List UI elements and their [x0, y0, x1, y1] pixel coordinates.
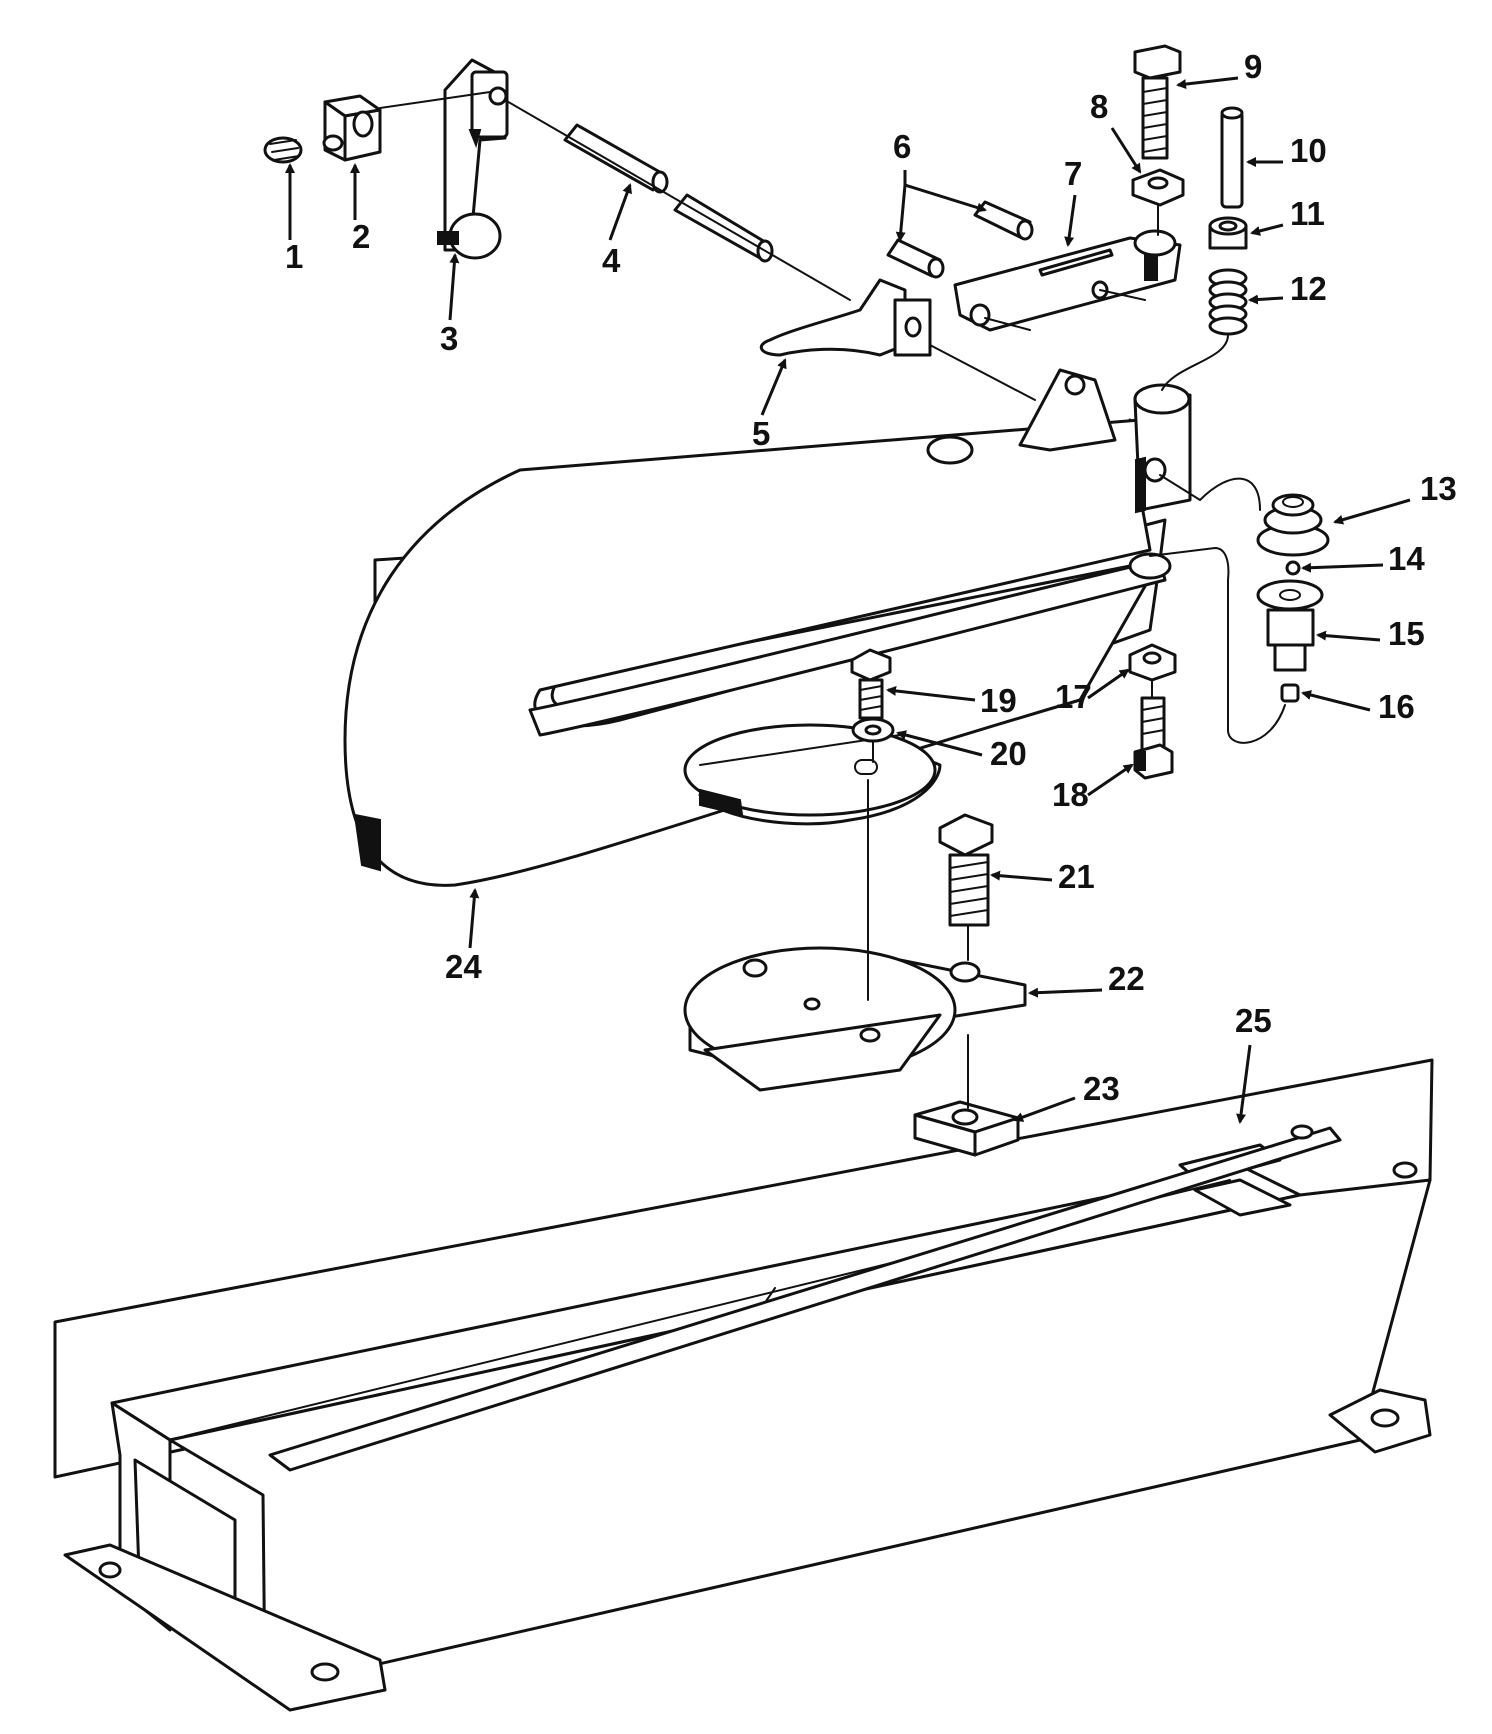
part-20-washer	[851, 717, 895, 743]
callout-label-17: 17	[1055, 678, 1092, 715]
callout-label-7: 7	[1064, 155, 1082, 192]
part-6-bushings	[886, 200, 1034, 279]
callout-leader-7	[1064, 194, 1077, 247]
callout-leader-21	[990, 870, 1053, 882]
callout-label-24: 24	[445, 948, 482, 985]
part-14-ball	[1285, 560, 1301, 576]
part-18-screw	[1133, 696, 1174, 780]
part-1-set-screw	[263, 136, 303, 164]
callout-leader-22	[1028, 987, 1103, 998]
callout-label-11: 11	[1290, 195, 1325, 232]
base-frame	[53, 1058, 1434, 1712]
callout-label-3: 3	[440, 320, 458, 357]
callout-label-13: 13	[1420, 470, 1457, 507]
callout-labels: 1234567891011121314151617181920212223242…	[285, 48, 1457, 1107]
part-23-square-washer	[913, 1100, 1020, 1157]
callout-label-9: 9	[1244, 48, 1262, 85]
part-21-bolt	[938, 813, 994, 927]
callout-label-23: 23	[1083, 1070, 1120, 1107]
callout-leader-25	[1236, 1044, 1252, 1124]
part-5-handle	[759, 278, 932, 357]
callout-leader-11	[1250, 223, 1284, 236]
part-12-spring	[1208, 268, 1248, 336]
callout-label-18: 18	[1052, 776, 1089, 813]
callout-leaders	[285, 76, 1411, 1124]
part-7-link	[953, 229, 1182, 332]
callout-label-20: 20	[990, 735, 1027, 772]
callout-leader-20	[896, 730, 983, 757]
callout-label-14: 14	[1388, 540, 1425, 577]
callout-label-21: 21	[1058, 858, 1095, 895]
part-10-pin	[1220, 106, 1244, 209]
callout-label-8: 8	[1090, 88, 1108, 125]
callout-leader-9	[1176, 76, 1239, 90]
callout-leader-15	[1316, 630, 1381, 642]
part-8-nut	[1131, 168, 1185, 207]
callout-label-25: 25	[1235, 1002, 1272, 1039]
part-16-cap	[1280, 683, 1300, 703]
callout-label-6: 6	[893, 128, 911, 165]
part-4-pins	[563, 123, 774, 263]
callout-leader-17	[1087, 668, 1130, 700]
callout-label-10: 10	[1290, 132, 1327, 169]
callout-label-15: 15	[1388, 615, 1425, 652]
callout-leader-3	[448, 253, 460, 321]
callout-label-4: 4	[602, 242, 621, 279]
callout-leader-4	[608, 183, 632, 241]
part-25-slide-bar	[268, 1124, 1342, 1472]
part-22-bracket	[683, 946, 1027, 1092]
part-2-block	[322, 94, 382, 162]
callout-leader-23	[1013, 1096, 1076, 1122]
callout-leader-6-b	[895, 184, 907, 242]
part-17-nut	[1128, 643, 1177, 682]
part-11-collar	[1208, 216, 1248, 250]
callout-leader-19	[886, 685, 976, 702]
callout-leader-5	[760, 358, 787, 416]
callout-leader-16	[1301, 690, 1371, 712]
callout-leader-18	[1087, 763, 1134, 797]
part-3-lever	[437, 58, 509, 260]
callout-label-22: 22	[1108, 960, 1145, 997]
callout-leader-8	[1110, 127, 1142, 174]
callout-label-5: 5	[752, 415, 770, 452]
callout-label-12: 12	[1290, 270, 1327, 307]
part-9-bolt	[1133, 44, 1182, 160]
assembly-lines	[379, 91, 1286, 1109]
callout-leader-6	[903, 170, 987, 213]
callout-label-19: 19	[980, 682, 1017, 719]
part-15-housing	[1256, 579, 1324, 672]
callout-leader-12	[1248, 294, 1284, 305]
callout-label-1: 1	[285, 238, 303, 275]
callout-label-16: 16	[1378, 688, 1415, 725]
part-19-bolt	[850, 648, 892, 720]
part-13-pulley	[1256, 493, 1330, 557]
callout-leader-24	[468, 888, 480, 949]
callout-leader-14	[1301, 562, 1384, 573]
callout-label-2: 2	[352, 218, 370, 255]
callout-leader-13	[1333, 498, 1411, 525]
